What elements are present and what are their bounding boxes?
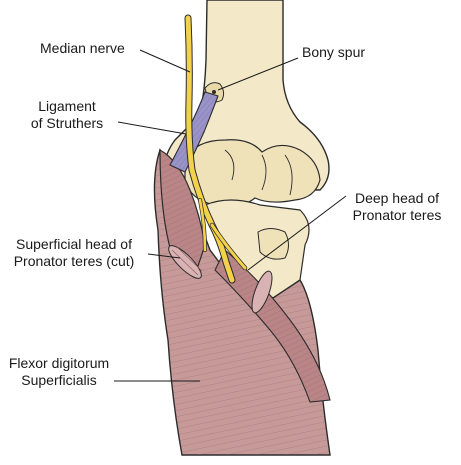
leader-deep-head bbox=[247, 195, 347, 271]
label-superficial-head-line2: Pronator teres (cut) bbox=[13, 253, 135, 269]
label-ligament-line2: of Struthers bbox=[30, 115, 104, 131]
cut-end-deep bbox=[251, 270, 273, 314]
label-deep-head: Deep head of Pronator teres bbox=[340, 190, 454, 224]
label-superficial-head: Superficial head of Pronator teres (cut) bbox=[4, 236, 144, 270]
leader-superficial-head bbox=[147, 253, 181, 259]
label-deep-head-line1: Deep head of bbox=[354, 190, 440, 206]
label-median-nerve: Median nerve bbox=[40, 40, 125, 57]
leader-ligament bbox=[117, 121, 187, 135]
label-flexor-line1: Flexor digitorum bbox=[8, 355, 110, 371]
leader-bony-spur bbox=[217, 57, 299, 91]
label-median-nerve-text: Median nerve bbox=[40, 40, 125, 56]
label-flexor-line2: Superficialis bbox=[21, 372, 97, 388]
label-bony-spur: Bony spur bbox=[302, 44, 365, 61]
label-flexor-digitorum: Flexor digitorum Superficialis bbox=[2, 355, 116, 389]
label-ligament-line1: Ligament bbox=[38, 98, 96, 114]
leader-median-nerve bbox=[139, 49, 191, 73]
label-deep-head-line2: Pronator teres bbox=[352, 207, 442, 223]
humerus-condyles bbox=[184, 139, 321, 208]
label-bony-spur-text: Bony spur bbox=[302, 44, 366, 60]
label-ligament-of-struthers: Ligament of Struthers bbox=[18, 98, 116, 132]
label-superficial-head-line1: Superficial head of bbox=[16, 236, 132, 252]
